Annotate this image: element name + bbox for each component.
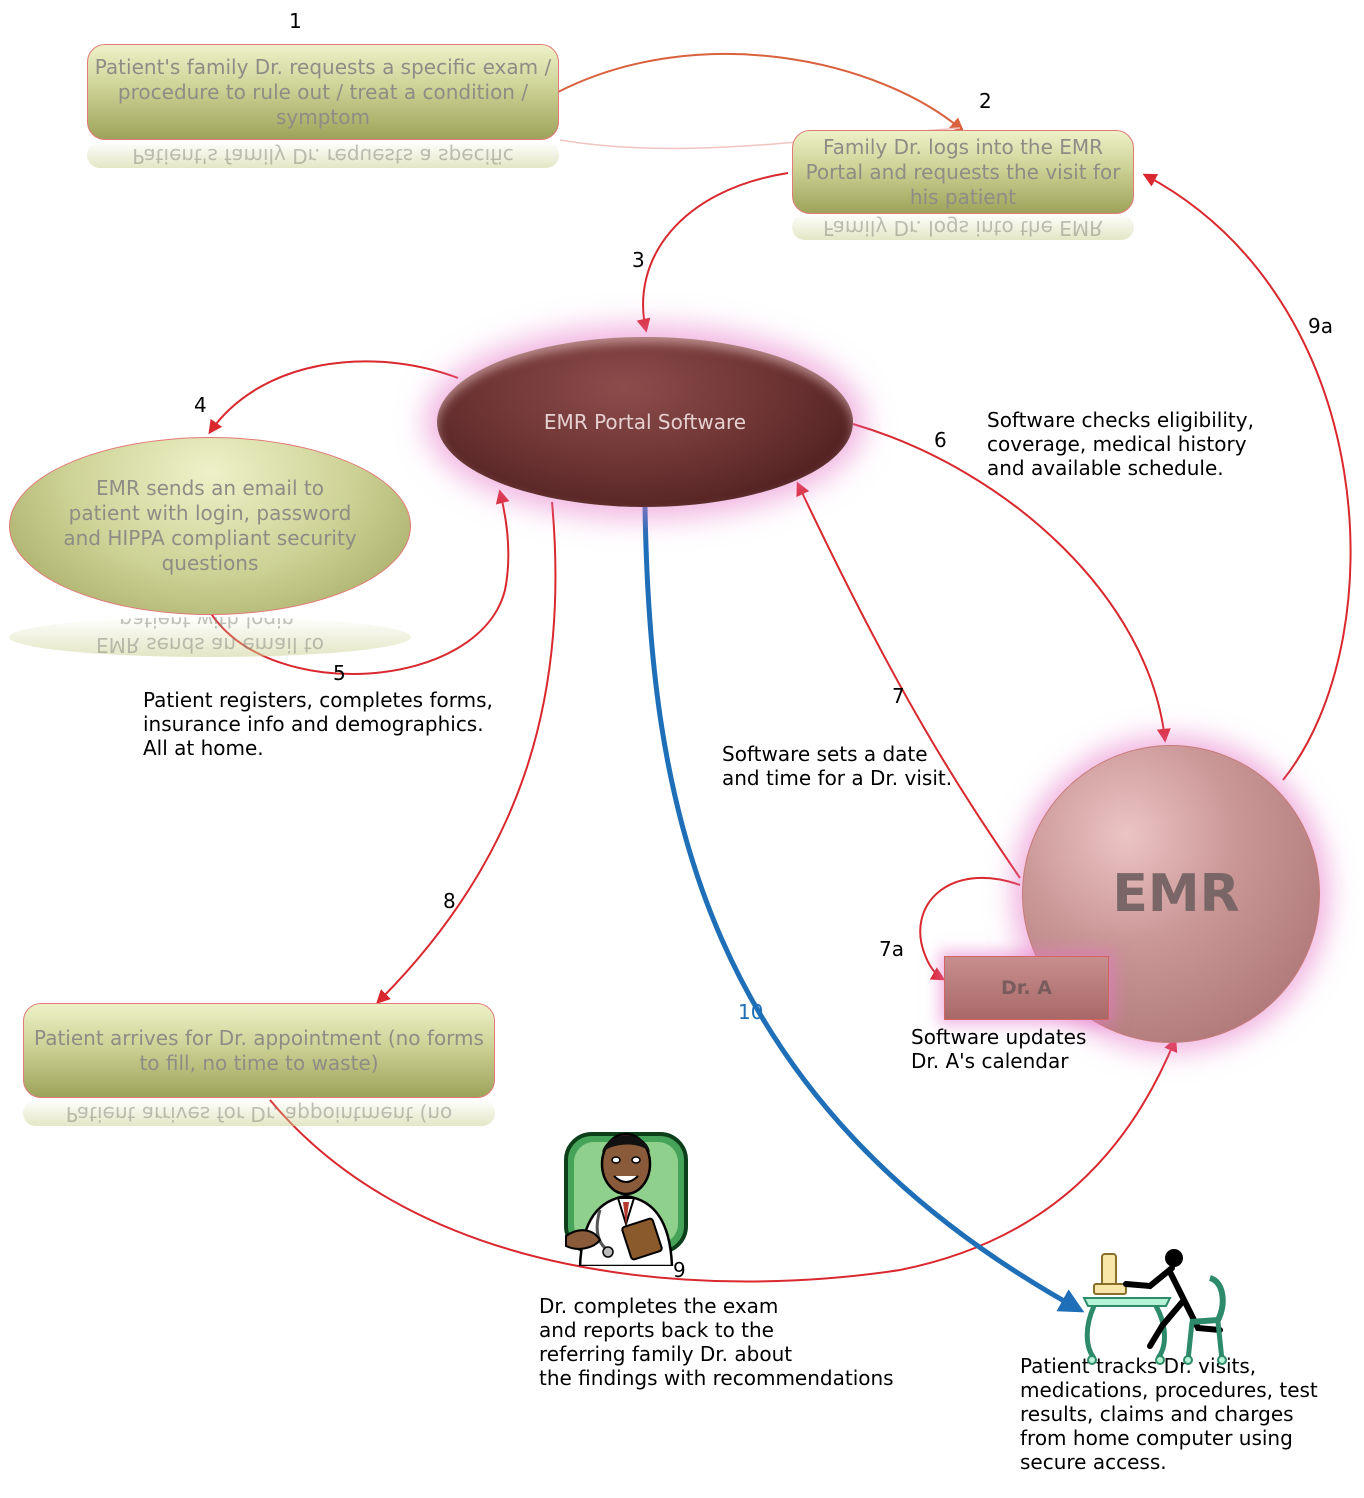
doctor-clipart-icon (564, 1132, 688, 1266)
arrow-5-to-portal (209, 489, 510, 675)
step2-reflection: Family Dr. logs into the EMR Portal and … (792, 214, 1134, 240)
arrow-6-to-emr (852, 423, 1171, 743)
patient-at-computer-icon (1082, 1249, 1227, 1365)
step-number-5: 5 (333, 661, 346, 685)
step1-reflection: Patient's family Dr. requests a specific… (87, 142, 559, 168)
arrow-7-to-portal (796, 481, 1021, 879)
step8-text: Patient arrives for Dr. appointment (no … (34, 1025, 484, 1075)
note-step7: Software sets a date and time for a Dr. … (722, 742, 953, 790)
step-number-6: 6 (934, 428, 947, 452)
arrow-9-to-emr (269, 1037, 1178, 1283)
step2-text: Family Dr. logs into the EMR Portal and … (805, 134, 1121, 209)
emr-label: EMR (1112, 864, 1240, 924)
step-number-1: 1 (289, 9, 302, 33)
dr-a-box: Dr. A (944, 956, 1109, 1020)
step-number-7: 7 (892, 684, 905, 708)
note-step6: Software checks eligibility, coverage, m… (987, 408, 1254, 480)
arrow-10-to-patient (642, 506, 1085, 1313)
note-step7a: Software updates Dr. A's calendar (911, 1025, 1087, 1073)
step-number-10: 10 (738, 1000, 764, 1024)
step4-ellipse: EMR sends an email to patient with login… (9, 437, 411, 615)
step-number-9: 9 (673, 1258, 686, 1282)
arrow-7a-to-dra (919, 876, 1021, 981)
step-number-2: 2 (979, 89, 992, 113)
note-step9: Dr. completes the exam and reports back … (539, 1294, 894, 1390)
step-number-4: 4 (194, 393, 207, 417)
arrow-9a-to-2 (1142, 173, 1352, 781)
arrow-1-to-2 (557, 52, 965, 132)
step4-text: EMR sends an email to patient with login… (63, 476, 357, 575)
step4-reflection: EMR sends an email to patient with login… (9, 617, 411, 657)
arrow-2-to-portal (636, 172, 789, 333)
step-number-3: 3 (632, 248, 645, 272)
step8-reflection: Patient arrives for Dr. appointment (no … (23, 1100, 495, 1126)
step1-text: Patient's family Dr. requests a specific… (94, 54, 552, 129)
step-number-8: 8 (443, 889, 456, 913)
arrow-portal-to-4 (208, 360, 459, 435)
step-number-7a: 7a (879, 937, 904, 961)
step1-box: Patient's family Dr. requests a specific… (87, 44, 559, 140)
step-number-9a: 9a (1308, 314, 1333, 338)
emr-portal-ellipse: EMR Portal Software (437, 337, 853, 507)
arrow-8-to-box (376, 501, 557, 1004)
note-step10: Patient tracks Dr. visits, medications, … (1020, 1354, 1318, 1474)
dr-a-label: Dr. A (1001, 977, 1052, 999)
step8-box: Patient arrives for Dr. appointment (no … (23, 1003, 495, 1098)
portal-label: EMR Portal Software (543, 410, 747, 434)
step2-box: Family Dr. logs into the EMR Portal and … (792, 130, 1134, 214)
note-step5: Patient registers, completes forms, insu… (143, 688, 493, 760)
